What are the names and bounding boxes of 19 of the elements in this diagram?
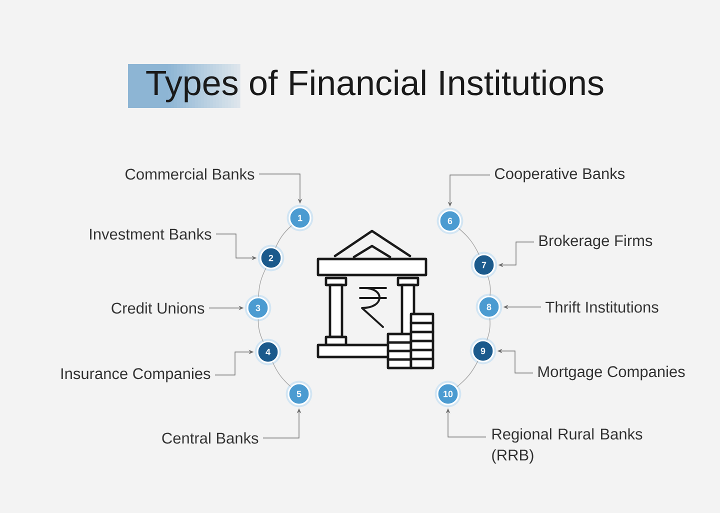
title: Types of Financial Institutions	[128, 64, 604, 108]
item-label: Credit Unions	[112, 302, 204, 314]
item-label: Insurance Companies	[61, 368, 210, 382]
item-label: Thrift Institutions	[546, 301, 658, 313]
connector-line	[486, 318, 490, 341]
connector-line	[456, 360, 478, 388]
item-label: Central Banks	[162, 432, 258, 444]
item-label: Regional Rural Banks (RRB)	[492, 428, 642, 464]
item-label: Brokerage Firms	[539, 234, 652, 250]
connector-line	[258, 318, 264, 342]
connector-line	[458, 228, 480, 256]
connector-line	[272, 362, 291, 387]
item-label: Mortgage Companies	[538, 366, 685, 380]
item-label: Commercial Banks	[126, 168, 254, 180]
connector-line	[258, 268, 266, 298]
connector-line	[487, 275, 491, 296]
item-label: Cooperative Banks	[494, 168, 625, 182]
item-label: Investment Banks	[90, 228, 212, 240]
connector-line	[275, 225, 292, 248]
